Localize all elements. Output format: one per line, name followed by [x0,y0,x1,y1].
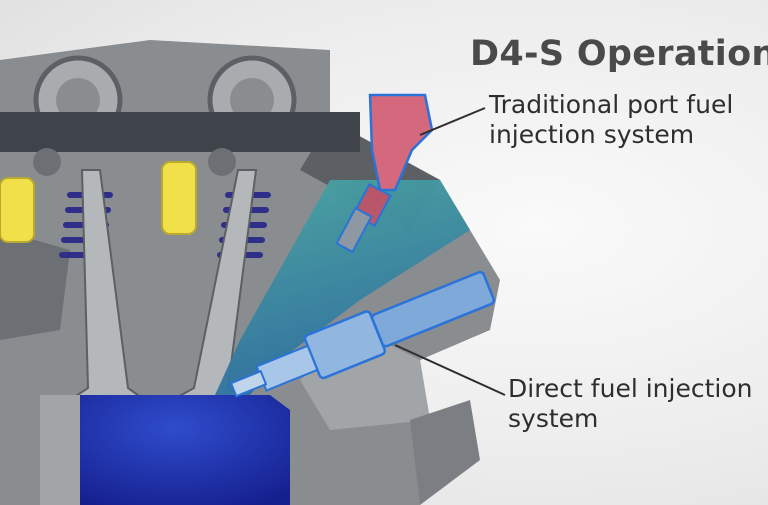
port-fuel-injector [335,93,434,254]
port-callout-leader [419,107,486,136]
intake-fuel-flow [215,180,470,395]
direct-fuel-injector [229,270,496,398]
direct-callout-line-1: Direct fuel injection [508,374,753,403]
port-injection-callout: Traditional port fuel injection system [489,90,733,150]
diagram-title: D4-S Operation [470,34,768,74]
lifters [0,148,236,243]
direct-injection-callout: Direct fuel injection system [508,374,752,434]
combustion-chamber [80,395,290,505]
camshaft [0,55,360,152]
cylinder-wall-left [40,395,80,505]
port-callout-line-1: Traditional port fuel [489,90,734,119]
direct-callout-leader [394,344,506,396]
direct-callout-line-2: system [508,404,599,433]
port-callout-line-2: injection system [489,120,695,149]
